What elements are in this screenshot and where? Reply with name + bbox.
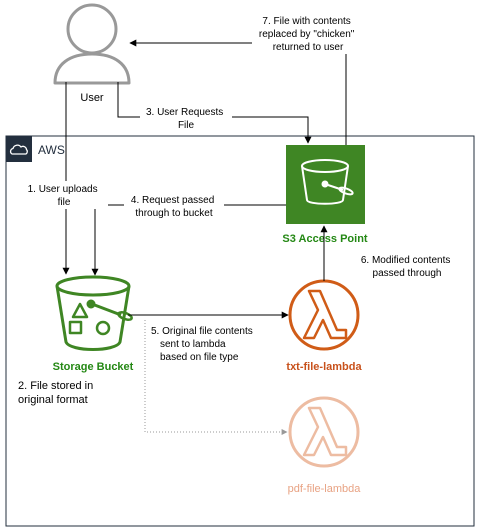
step-5-bg (148, 322, 272, 364)
step-1-line2: file (58, 197, 71, 208)
txt-lambda-label: txt-file-lambda (286, 361, 362, 373)
step-7-line3: returned to user (273, 42, 344, 53)
step-5-label: 5. Original file contents sent to lambda… (151, 326, 256, 363)
user-head-icon (66, 3, 118, 55)
aws-cloud-label: AWS (38, 143, 65, 157)
step-3-bg (140, 104, 232, 132)
step-7-bg (252, 12, 364, 54)
txt-file-lambda: txt-file-lambda (286, 279, 362, 373)
s3-access-point: S3 Access Point (282, 145, 368, 245)
step-1-bg (22, 181, 108, 209)
step-7-label: 7. File with contents replaced by "chick… (259, 16, 357, 53)
aws-cloud-icon-bg (6, 136, 32, 162)
step-6-line1: 6. Modified contents (361, 255, 451, 266)
user-actor: User (53, 3, 131, 104)
step-3-line2: File (178, 120, 195, 131)
txt-lambda-circle-icon (288, 279, 360, 351)
step-2-line2: original format (18, 394, 88, 406)
user-label: User (80, 92, 104, 104)
step-1-line1: 1. User uploads (28, 184, 98, 195)
step-4-bg (124, 192, 224, 220)
storage-bucket: Storage Bucket (53, 275, 134, 373)
step-5-line3: based on file type (160, 352, 239, 363)
pdf-lambda-symbol-icon (302, 406, 348, 457)
step-labels: 1. User uploads file 2. File stored in o… (18, 12, 453, 406)
step-4-label: 4. Request passed through to bucket (131, 195, 217, 219)
storage-bucket-icon (55, 275, 133, 351)
storage-bucket-label: Storage Bucket (53, 361, 134, 373)
step-6-label: 6. Modified contents passed through (361, 255, 453, 279)
step-2-label: 2. File stored in original format (18, 380, 96, 406)
pdf-lambda-label: pdf-file-lambda (288, 483, 362, 495)
user-body-icon (53, 52, 131, 85)
s3-access-point-label: S3 Access Point (282, 233, 368, 245)
step-4-line2: through to bucket (135, 208, 212, 219)
arrow-bucket-to-pdf (144, 320, 288, 435)
step-7-line1: 7. File with contents (262, 16, 350, 27)
s3-bucket-icon (301, 159, 354, 205)
step-5-line1: 5. Original file contents (151, 326, 253, 337)
step-5-line2: sent to lambda (160, 339, 226, 350)
aws-cloud-group: AWS (5, 135, 475, 527)
step-1-label: 1. User uploads file (28, 184, 101, 208)
step-3-line1: 3. User Requests (146, 107, 223, 118)
pdf-file-lambda: pdf-file-lambda (288, 396, 362, 495)
step-7-line2: replaced by "chicken" (259, 29, 355, 40)
cloud-icon (9, 144, 28, 155)
step-3-label: 3. User Requests File (146, 107, 226, 131)
step-6-line2: passed through (373, 268, 442, 279)
aws-cloud-border (5, 135, 475, 527)
step-2-line1: 2. File stored in (18, 380, 93, 392)
pdf-lambda-circle-icon (288, 396, 360, 468)
step-4-line1: 4. Request passed (131, 195, 214, 206)
txt-lambda-symbol-icon (302, 289, 348, 340)
